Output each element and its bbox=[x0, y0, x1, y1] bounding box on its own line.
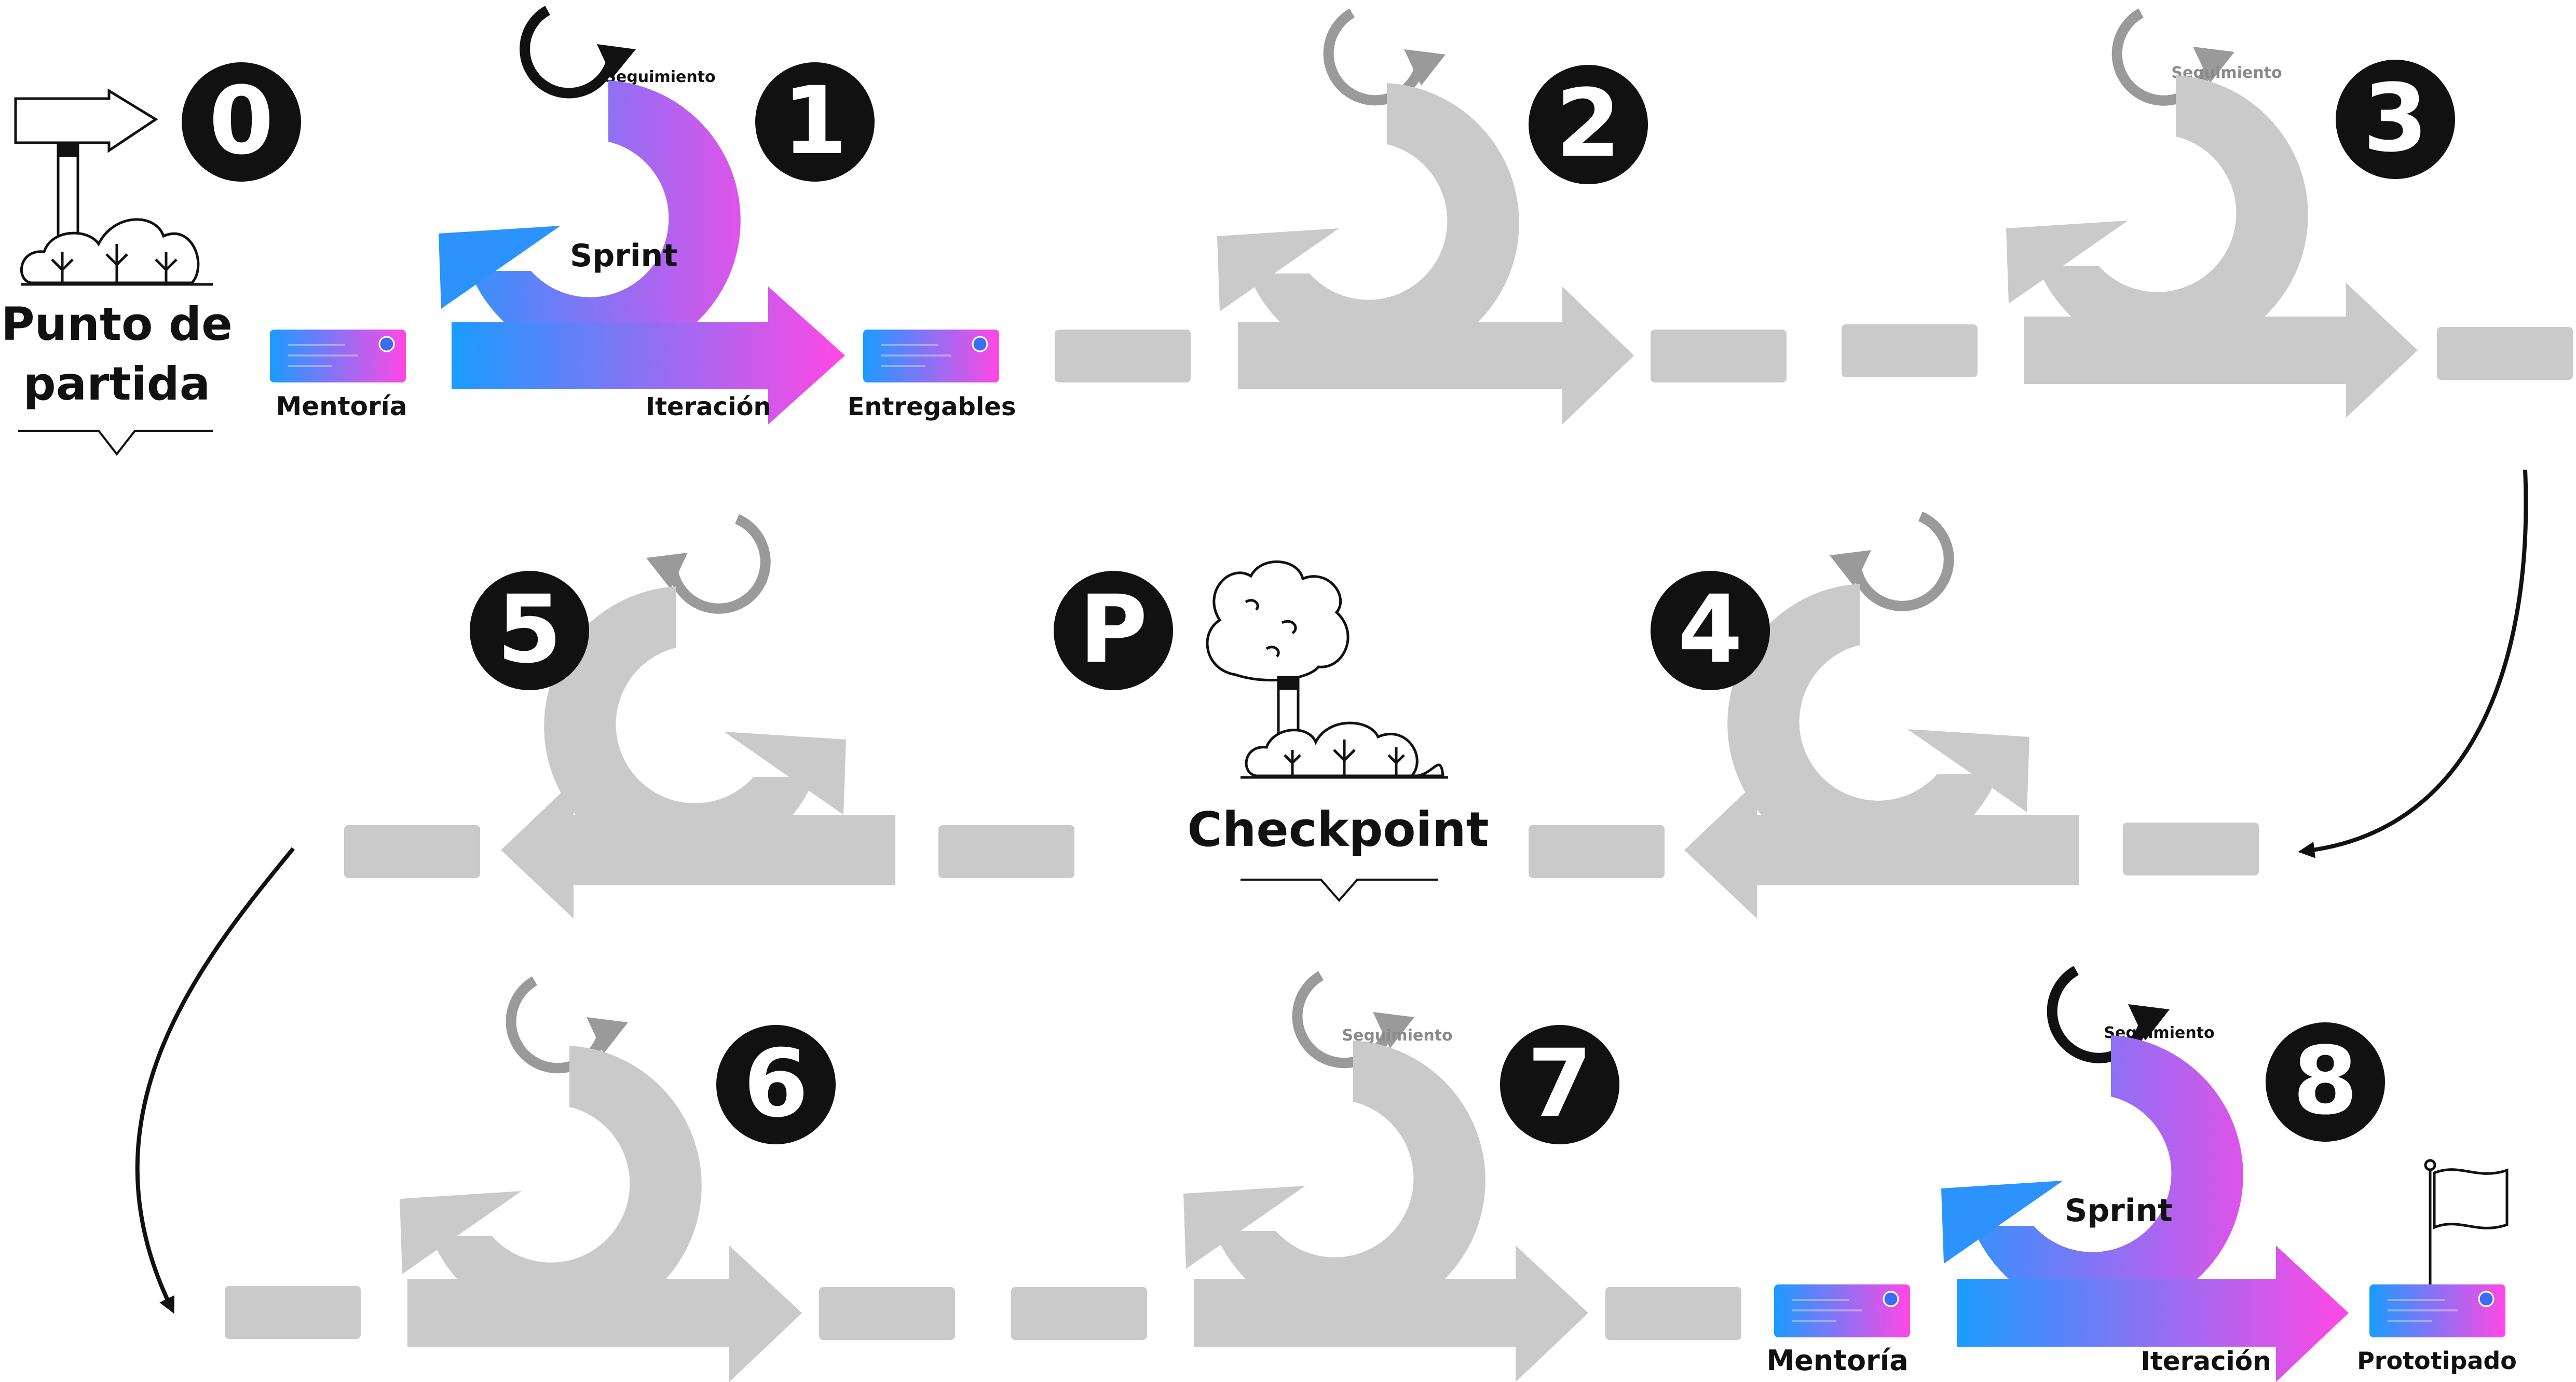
step-1-follow-arrow bbox=[520, 6, 618, 99]
badge-4: 4 bbox=[1651, 571, 1770, 690]
placeholder-box bbox=[2437, 327, 2573, 380]
step-2: 2 bbox=[1217, 8, 1648, 425]
step-6: 6 bbox=[400, 976, 836, 1382]
step-3: Seguimiento 3 bbox=[2006, 8, 2455, 418]
step-8-sprint-loop bbox=[1972, 1035, 2243, 1316]
badge-5: 5 bbox=[470, 571, 589, 690]
placeholder-box bbox=[1651, 330, 1787, 382]
badge-0: 0 bbox=[182, 62, 301, 182]
badge-1: 1 bbox=[755, 62, 875, 182]
finish-flag-icon bbox=[2424, 1159, 2509, 1290]
mentoria-label-1: Mentoría bbox=[276, 391, 407, 421]
placeholder-box bbox=[2123, 823, 2259, 875]
svg-text:3: 3 bbox=[2363, 64, 2428, 173]
badge-8: 8 bbox=[2266, 1022, 2385, 1142]
checkpoint-tree-illustration bbox=[1206, 560, 1448, 779]
step-8-iteration-label: Iteración bbox=[2141, 1346, 2271, 1376]
step-1-iteration-label: Iteración bbox=[646, 392, 771, 421]
badge-7: 7 bbox=[1500, 1025, 1619, 1144]
step-4: 4 bbox=[1651, 511, 2079, 919]
svg-text:8: 8 bbox=[2293, 1027, 2357, 1135]
svg-text:2: 2 bbox=[1556, 70, 1620, 178]
placeholder-box bbox=[1011, 1287, 1147, 1340]
step-1-sprint-label: Sprint bbox=[570, 238, 678, 274]
step-8-sprint-label: Sprint bbox=[2065, 1193, 2173, 1229]
badge-3: 3 bbox=[2336, 60, 2455, 179]
entregables-box bbox=[863, 330, 999, 382]
placeholder-box bbox=[938, 825, 1074, 878]
start-divider bbox=[18, 430, 213, 456]
placeholder-box bbox=[1055, 330, 1191, 382]
step-5: 5 bbox=[470, 514, 895, 919]
step-7: Seguimiento 7 bbox=[1183, 971, 1619, 1382]
mentoria-box-2 bbox=[1774, 1284, 1910, 1337]
checkpoint-divider bbox=[1241, 879, 1438, 902]
svg-text:4: 4 bbox=[1678, 576, 1742, 684]
badge-6: 6 bbox=[716, 1025, 836, 1144]
start-signpost-illustration bbox=[14, 88, 213, 286]
badge-P: P bbox=[1054, 571, 1173, 690]
mentoria-box-1 bbox=[270, 330, 406, 382]
svg-text:7: 7 bbox=[1527, 1030, 1592, 1138]
mentoria-label-2: Mentoría bbox=[1766, 1344, 1908, 1377]
placeholder-box bbox=[1842, 324, 1978, 377]
step-1-sprint-loop bbox=[470, 80, 741, 361]
start-title-line1: Punto de bbox=[1, 297, 233, 351]
svg-text:5: 5 bbox=[497, 576, 562, 684]
placeholder-box bbox=[1605, 1287, 1741, 1340]
checkpoint-title: Checkpoint bbox=[1187, 802, 1489, 857]
step-1-iteration-arrow bbox=[452, 286, 845, 425]
connector-arrow-left bbox=[135, 847, 295, 1314]
placeholder-box bbox=[1529, 825, 1665, 878]
badge-0-text: 0 bbox=[209, 67, 274, 175]
placeholder-box bbox=[819, 1287, 955, 1340]
prototipado-label: Prototipado bbox=[2357, 1347, 2517, 1375]
entregables-label: Entregables bbox=[848, 392, 1016, 421]
start-title-line2: partida bbox=[23, 357, 210, 411]
svg-text:6: 6 bbox=[743, 1030, 808, 1138]
step-8-iteration-arrow bbox=[1957, 1246, 2349, 1382]
badge-P-text: P bbox=[1079, 576, 1148, 684]
svg-text:1: 1 bbox=[782, 67, 847, 175]
step-8: Seguimiento Sprint Iteración 8 bbox=[1941, 966, 2385, 1382]
placeholder-box bbox=[225, 1286, 361, 1339]
badge-2: 2 bbox=[1529, 65, 1648, 184]
placeholder-box bbox=[344, 825, 480, 878]
prototipado-box bbox=[2369, 1284, 2505, 1337]
step-1: Seguimiento Sprint Iteración 1 bbox=[439, 6, 875, 425]
connector-arrow-right bbox=[2298, 469, 2528, 858]
